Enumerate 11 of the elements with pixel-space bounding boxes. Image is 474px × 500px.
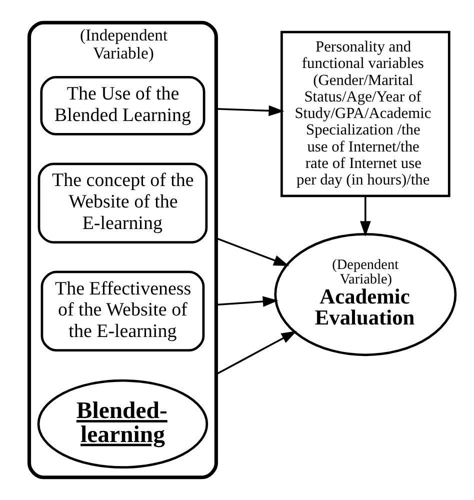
node-box: Personality and functional variables (Gender/Marital Status/Age/Year of Study/GPA/Academic Specialization /the use of Internet/the rate of Internet use per day (in hours)/the	[280, 30, 450, 198]
node-box: The Use of the Blended Learning	[40, 76, 205, 136]
node-box: The Effectiveness of the Website of the E-learning	[40, 270, 204, 352]
node-box: The concept of the Website of the E-learning	[37, 162, 208, 244]
arrow	[215, 237, 289, 266]
arrow	[216, 105, 284, 116]
arrow	[216, 296, 278, 307]
node-ellipse: Blended-learning	[36, 379, 208, 469]
arrow	[360, 196, 370, 237]
arrow	[215, 330, 296, 376]
node-ellipse: (Dependent Variable) Academic Evaluation	[274, 233, 456, 356]
